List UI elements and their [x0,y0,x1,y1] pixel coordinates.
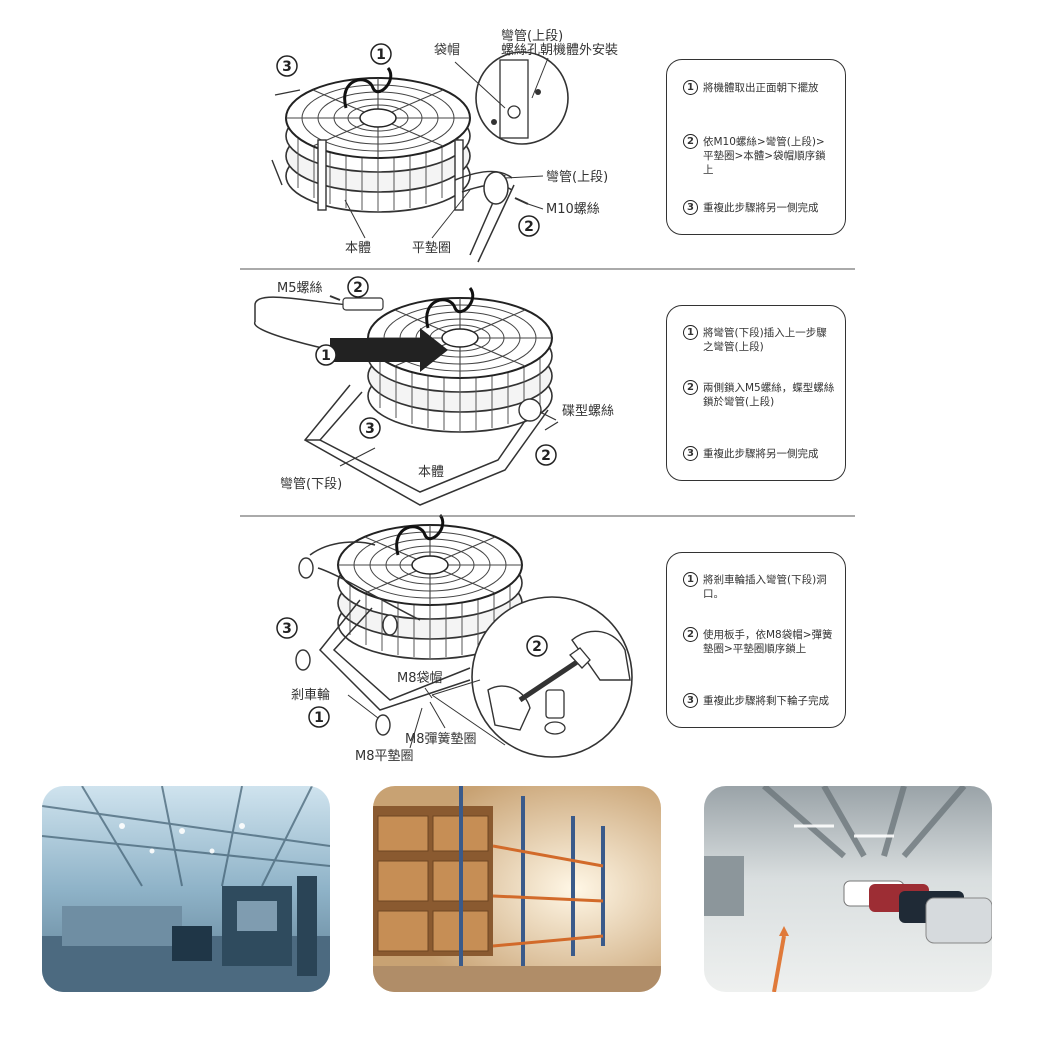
label-body: 本體 [345,241,371,256]
panel-3-labels: M8袋帽 剎車輪 M8彈簧墊圈 M8平墊圈 [291,670,477,764]
panel-3-markers: 3 1 2 [282,621,542,726]
step-text: 使用板手，依M8袋帽>彈簧墊圈>平墊圈順序鎖上 [703,629,833,655]
step-3: 3 重複此步驟將另一側完成 [683,446,835,461]
step-1: 1 將剎車輪插入彎管(下段)洞口。 [683,572,835,601]
marker-1: 1 [376,47,386,63]
step-number: 2 [683,134,698,149]
step-number: 2 [683,380,698,395]
label-m8-cap-nut: M8袋帽 [397,670,443,686]
marker-2: 2 [353,280,363,296]
panel-1-labels: 彎管(上段) 螺絲孔朝機體外安裝 袋帽 彎管(上段) M10螺絲 本體 平墊圈 [345,29,618,256]
marker-3: 3 [365,421,375,437]
step-1: 1 將彎管(下段)插入上一步驟之彎管(上段) [683,325,835,354]
panel-3-steps-box: 1 將剎車輪插入彎管(下段)洞口。 2 使用板手，依M8袋帽>彈簧墊圈>平墊圈順序鎖… [666,552,846,728]
step-text: 重複此步驟將另一側完成 [703,202,819,214]
step-text: 重複此步驟將剩下輪子完成 [703,695,829,707]
label-m8-spring-washer: M8彈簧墊圈 [405,731,477,747]
label-m5-screw: M5螺絲 [277,281,323,296]
label-screw-hole-note: 螺絲孔朝機體外安裝 [501,43,618,58]
step-3: 3 重複此步驟將另一側完成 [683,200,835,215]
step-2: 2 依M10螺絲>彎管(上段)>平墊圈>本體>袋帽順序鎖上 [683,134,835,177]
marker-2: 2 [532,639,542,655]
marker-1: 1 [321,348,331,364]
step-text: 將彎管(下段)插入上一步驟之彎管(上段) [703,327,827,353]
parking-garage-photo [704,786,992,992]
label-bent-tube-lower: 彎管(下段) [280,477,342,492]
marker-1: 1 [314,710,324,726]
panel-2-steps-box: 1 將彎管(下段)插入上一步驟之彎管(上段) 2 兩側鎖入M5螺絲，蝶型螺絲鎖於彎管… [666,305,846,481]
step-text: 將剎車輪插入彎管(下段)洞口。 [703,574,827,600]
panel-1-drawing [271,43,569,263]
panel-1-steps-box: 1 將機體取出正面朝下擺放 2 依M10螺絲>彎管(上段)>平墊圈>本體>袋帽順序鎖… [666,59,846,235]
step-text: 依M10螺絲>彎管(上段)>平墊圈>本體>袋帽順序鎖上 [703,136,826,176]
panel-2-labels: M5螺絲 碟型螺絲 本體 彎管(下段) [277,281,614,492]
step-3: 3 重複此步驟將剩下輪子完成 [683,693,835,708]
label-m8-flat-washer: M8平墊圈 [355,749,414,764]
panel-2-drawing [254,276,559,506]
label-cap-nut: 袋帽 [434,42,460,58]
step-number: 3 [683,446,698,461]
step-1: 1 將機體取出正面朝下擺放 [683,80,835,95]
step-number: 1 [683,325,698,340]
panel-3-drawing [276,513,633,758]
step-number: 1 [683,80,698,95]
label-body: 本體 [418,465,444,480]
panel-1-markers: 3 1 2 [282,47,534,235]
panel-2-markers: 2 1 3 2 [321,280,551,464]
step-number: 3 [683,200,698,215]
factory-photo [42,786,330,992]
step-text: 將機體取出正面朝下擺放 [703,82,819,94]
step-number: 2 [683,627,698,642]
label-m10-screw: M10螺絲 [546,202,600,217]
step-number: 3 [683,693,698,708]
label-bent-tube-upper: 彎管(上段) [546,170,608,185]
marker-3: 3 [282,59,292,75]
step-text: 重複此步驟將另一側完成 [703,448,819,460]
step-text: 兩側鎖入M5螺絲，蝶型螺絲鎖於彎管(上段) [703,382,835,408]
label-bent-tube-upper-note: 彎管(上段) [501,29,563,44]
label-flat-washer: 平墊圈 [412,241,451,256]
step-number: 1 [683,572,698,587]
step-2: 2 使用板手，依M8袋帽>彈簧墊圈>平墊圈順序鎖上 [683,627,835,656]
label-butterfly-screw: 碟型螺絲 [562,404,614,419]
label-brake-wheel: 剎車輪 [291,687,330,703]
step-2: 2 兩側鎖入M5螺絲，蝶型螺絲鎖於彎管(上段) [683,380,835,409]
marker-3: 3 [282,621,292,637]
warehouse-photo [373,786,661,992]
marker-2: 2 [524,219,534,235]
marker-2b: 2 [541,448,551,464]
